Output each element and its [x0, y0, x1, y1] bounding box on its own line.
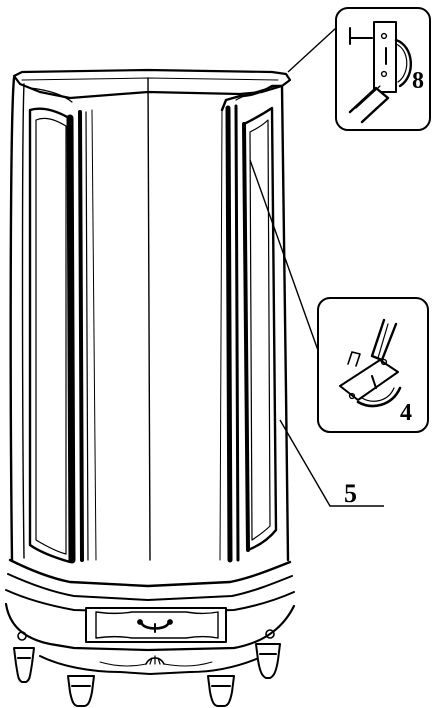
callout-label-5: 5 [344, 479, 357, 508]
inset-detail-8: 8 [335, 7, 431, 131]
cabinet-top [12, 68, 292, 103]
left-side-panel [9, 76, 89, 564]
leader-5 [279, 419, 384, 507]
carving-ornament [99, 655, 213, 667]
rosette-right [265, 629, 275, 639]
cabinet-base [4, 558, 296, 675]
callout-label-4: 4 [400, 400, 412, 426]
cabinet [4, 68, 296, 707]
leader-lines [249, 27, 384, 507]
rosette-left [17, 631, 27, 641]
callout-label-8: 8 [412, 68, 424, 94]
center-back-panel [91, 77, 223, 561]
right-side-panel [220, 84, 290, 563]
inset-detail-4: 4 [317, 297, 429, 433]
leader-8 [287, 27, 337, 73]
drawer-handle-icon [137, 619, 173, 633]
leader-4 [249, 159, 321, 357]
legs [13, 643, 281, 707]
drawer [85, 607, 227, 643]
